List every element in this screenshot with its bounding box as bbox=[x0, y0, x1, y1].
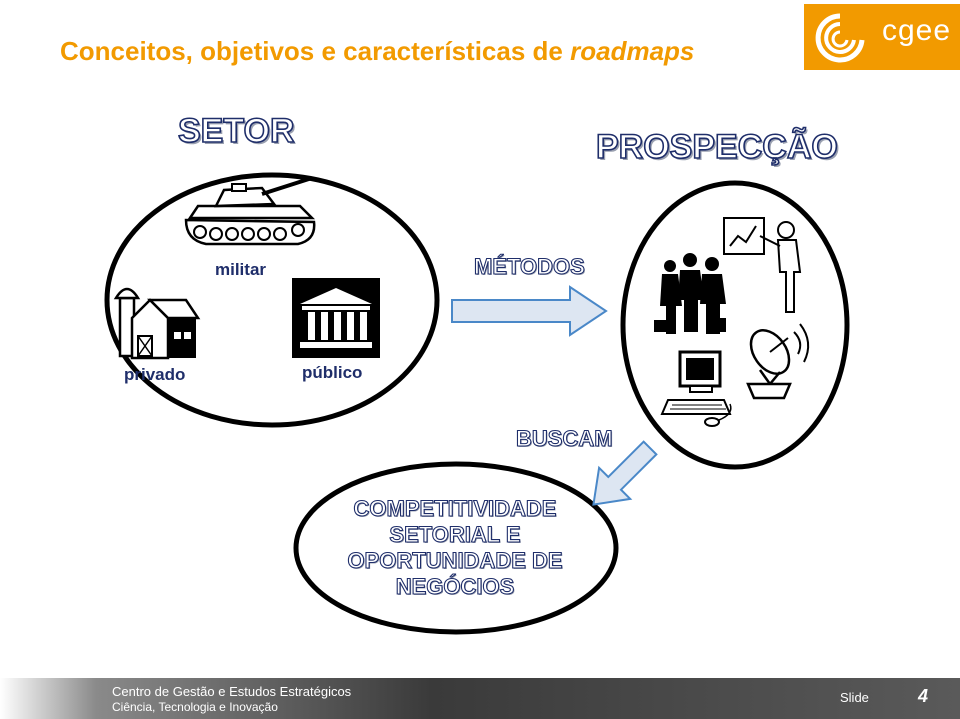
satellite-dish-icon bbox=[746, 323, 810, 400]
setor-heading: SETOR bbox=[177, 111, 295, 151]
metodos-arrow bbox=[451, 285, 608, 337]
business-people-icon bbox=[654, 253, 726, 334]
outcome-ellipse bbox=[293, 461, 619, 635]
slide-title-emphasis: roadmaps bbox=[570, 36, 695, 66]
footer-bar: Centro de Gestão e Estudos Estratégicos … bbox=[0, 678, 960, 719]
prospeccao-heading: PROSPECÇÃO bbox=[595, 127, 838, 167]
public-building-icon bbox=[292, 278, 380, 358]
slide-number: 4 bbox=[918, 686, 929, 706]
cgee-logo: cgee bbox=[804, 4, 960, 70]
footer-org-tagline: Ciência, Tecnologia e Inovação bbox=[112, 700, 278, 714]
slide-title: Conceitos, objetivos e características d… bbox=[60, 36, 694, 67]
outcome-line: NEGÓCIOS bbox=[395, 573, 515, 599]
outcome-line: OPORTUNIDADE DE bbox=[347, 547, 563, 573]
outcome-text: COMPETITIVIDADE SETORIAL E OPORTUNIDADE … bbox=[320, 495, 590, 600]
computer-icon bbox=[660, 350, 732, 427]
militar-label: militar bbox=[215, 260, 267, 279]
slide-title-main: Conceitos, objetivos e características d… bbox=[60, 36, 571, 66]
presenter-icon bbox=[723, 217, 802, 313]
prospeccao-ellipse bbox=[620, 180, 850, 470]
logo-swirl-icon bbox=[815, 13, 865, 63]
publico-label: público bbox=[302, 363, 363, 382]
footer-org-name: Centro de Gestão e Estudos Estratégicos bbox=[112, 684, 352, 699]
metodos-label: MÉTODOS bbox=[473, 253, 585, 279]
setor-ellipse bbox=[104, 172, 440, 428]
tank-icon bbox=[184, 176, 316, 246]
buscam-label: BUSCAM bbox=[515, 425, 613, 451]
outcome-line: COMPETITIVIDADE bbox=[353, 495, 557, 521]
slide-label: Slide bbox=[840, 690, 869, 705]
logo-text: cgee bbox=[882, 14, 952, 47]
outcome-line: SETORIAL E bbox=[389, 521, 521, 547]
buscam-arrow bbox=[592, 440, 658, 506]
barn-icon bbox=[113, 287, 201, 360]
privado-label: privado bbox=[124, 365, 186, 384]
